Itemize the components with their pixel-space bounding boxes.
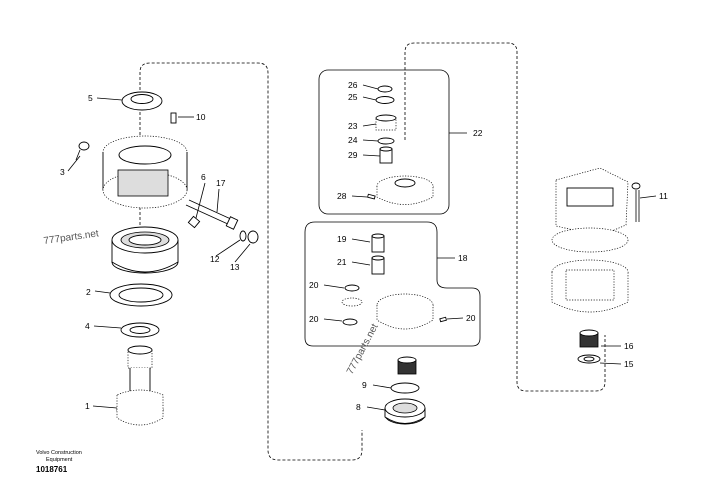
ring-gear-housing <box>102 135 188 209</box>
pinion-shaft-1 <box>116 345 164 426</box>
ring-27 <box>377 85 393 93</box>
group-outline-left <box>139 62 363 461</box>
callout-28: 28 <box>337 191 347 201</box>
callout-17: 17 <box>216 178 226 188</box>
callout-15: 15 <box>624 359 634 369</box>
snap-ring-9 <box>390 382 420 394</box>
callout-4: 4 <box>85 321 90 331</box>
callout-9: 9 <box>362 380 367 390</box>
callout-5: 5 <box>88 93 93 103</box>
carrier-18 <box>376 293 434 330</box>
bolt-3 <box>75 141 90 161</box>
washer-25 <box>377 137 395 145</box>
sun-gear-14 <box>397 356 417 375</box>
carrier-23 <box>376 175 434 205</box>
callout-16: 16 <box>624 341 634 351</box>
pin-22 <box>371 255 385 275</box>
leader-lines <box>67 84 657 411</box>
footer-company-line2: Equipment <box>46 457 73 463</box>
callout-27: 26 <box>348 80 358 90</box>
callout-22: 21 <box>337 257 347 267</box>
figure-number: 1018761 <box>36 465 68 474</box>
callout-3: 3 <box>60 167 65 177</box>
gear-16 <box>579 329 599 348</box>
callout-18: 18 <box>458 253 468 263</box>
callout-19: 19 <box>337 234 347 244</box>
callout-labels: 5 10 3 6 17 12 13 2 4 1 26 25 23 24 29 2… <box>60 80 668 412</box>
callout-13: 13 <box>230 262 240 272</box>
callout-1: 1 <box>85 401 90 411</box>
washer-12 <box>239 230 247 242</box>
callout-25: 24 <box>348 135 358 145</box>
callout-20b: 20 <box>309 314 319 324</box>
pin-10 <box>170 112 177 124</box>
shaft-17 <box>185 199 239 230</box>
callout-21: 20 <box>466 313 476 323</box>
part-6 <box>187 215 201 229</box>
callout-23: 22 <box>473 128 483 138</box>
pin-28 <box>367 193 376 200</box>
callout-12: 12 <box>210 254 220 264</box>
seal-2 <box>109 283 173 307</box>
bearing-7 <box>111 226 179 274</box>
callout-11: 11 <box>659 191 668 201</box>
pin-21 <box>439 316 447 323</box>
group-outline-right <box>404 42 606 392</box>
group-18-frame <box>304 221 481 347</box>
callout-6: 6 <box>201 172 206 182</box>
footer-company-line1: Volvo Construction <box>36 450 82 456</box>
washer-15-hole <box>583 356 595 362</box>
gear-20a <box>341 297 363 307</box>
ring-20a <box>344 284 360 292</box>
callout-24: 23 <box>348 121 358 131</box>
gear-24 <box>375 114 397 131</box>
watermark-left: 777parts.net <box>43 228 100 247</box>
callout-20a: 20 <box>309 280 319 290</box>
watermark-middle: 777parts.net <box>345 322 381 376</box>
callout-8: 8 <box>356 402 361 412</box>
swing-motor <box>555 167 629 237</box>
seal-ring-5 <box>121 91 163 111</box>
pin-29 <box>379 146 393 164</box>
group-23-frame <box>318 69 450 215</box>
callout-29: 29 <box>348 150 358 160</box>
gear-housing-right <box>551 227 629 313</box>
callout-26: 25 <box>348 92 358 102</box>
ring-20b <box>342 318 358 326</box>
pin-19 <box>371 233 385 253</box>
callout-10: 10 <box>196 112 206 122</box>
washer-4 <box>120 322 160 338</box>
bolt-11 <box>631 182 641 222</box>
plug-13 <box>247 230 259 244</box>
ring-26 <box>375 96 395 104</box>
callout-2: 2 <box>86 287 91 297</box>
bearing-8 <box>384 398 426 425</box>
